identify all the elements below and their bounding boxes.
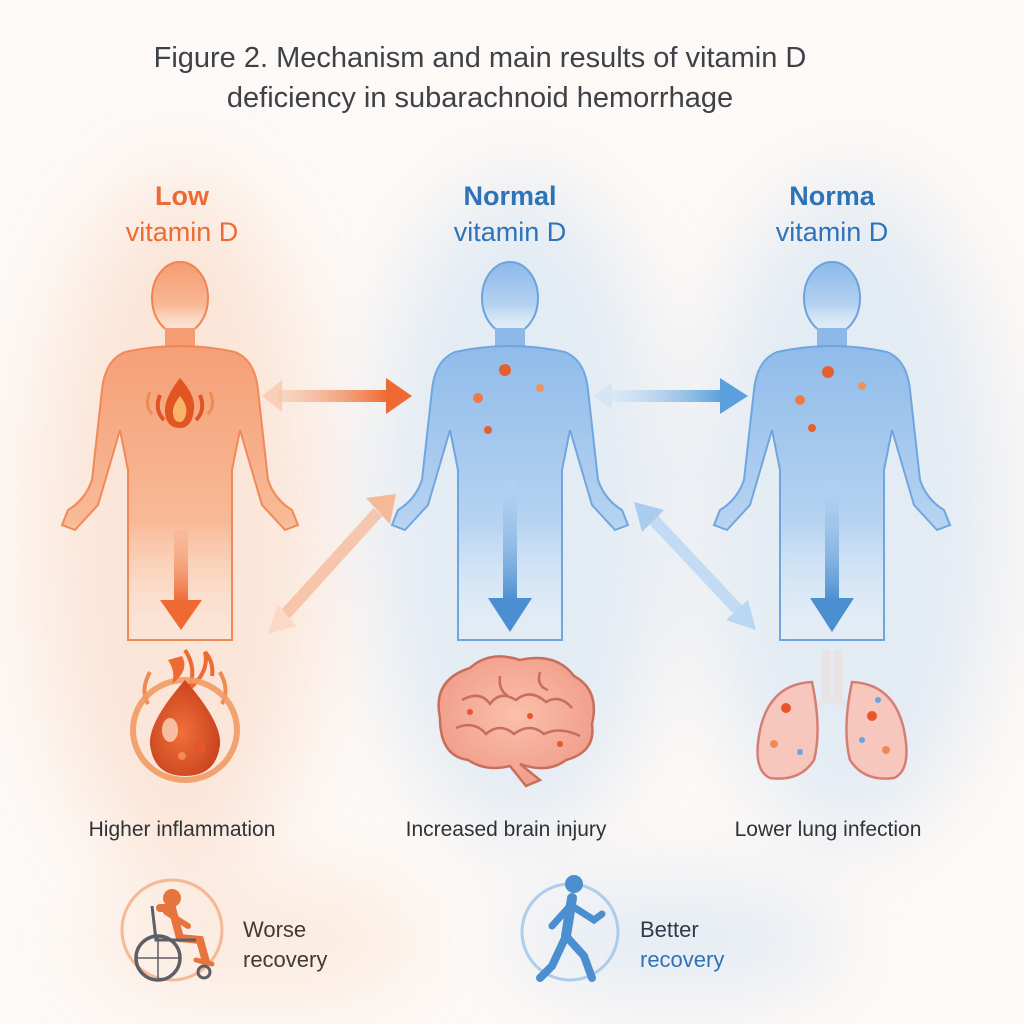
recovery-worse-line2: recovery — [243, 947, 328, 972]
column-label-low-line1: Low — [155, 181, 209, 211]
recovery-better: Better recovery — [640, 915, 724, 975]
arrow-down-normal — [488, 480, 532, 632]
figure-title: Figure 2. Mechanism and main results of … — [0, 38, 960, 118]
low-vitamin-d-body — [60, 261, 300, 641]
column-label-normal-line1: Normal — [463, 181, 557, 211]
column-label-low: Low vitamin D — [52, 178, 312, 250]
lungs-icon — [756, 650, 908, 780]
outcome-label-inflammation: Higher inflammation — [88, 818, 276, 841]
arrow-down-low — [160, 530, 202, 630]
wheelchair-icon — [120, 878, 224, 982]
figure-title-line1: Figure 2. Mechanism and main results of … — [153, 42, 807, 74]
arrow-diagonal-right — [634, 502, 756, 630]
arrow-down-normal-right — [810, 480, 854, 632]
recovery-worse-line1: Worse — [243, 917, 307, 942]
column-label-normal: Normal vitamin D — [380, 178, 640, 250]
chest-flame-icon — [145, 378, 215, 428]
column-label-normal-right-line2: vitamin D — [775, 217, 889, 247]
outcome-label-lung-infection: Lower lung infection — [734, 818, 922, 841]
recovery-better-line2: recovery — [640, 947, 725, 972]
arrow-normal-to-normal — [594, 378, 748, 414]
walking-person-icon — [520, 875, 620, 982]
recovery-worse: Worse recovery — [243, 915, 327, 975]
column-label-normal-right: Norma vitamin D — [702, 178, 962, 250]
arrow-diagonal-left — [268, 494, 396, 634]
column-label-normal-right-line1: Norma — [789, 181, 875, 211]
column-label-low-line2: vitamin D — [125, 217, 239, 247]
outcome-label-brain-injury: Increased brain injury — [405, 818, 607, 841]
figure-title-line2: deficiency in subarachnoid hemorrhage — [226, 82, 734, 114]
brain-icon — [437, 655, 596, 788]
inflammation-drop-icon — [130, 648, 240, 783]
recovery-better-line1: Better — [640, 917, 699, 942]
column-label-normal-line2: vitamin D — [453, 217, 567, 247]
arrow-low-to-normal — [262, 378, 412, 414]
